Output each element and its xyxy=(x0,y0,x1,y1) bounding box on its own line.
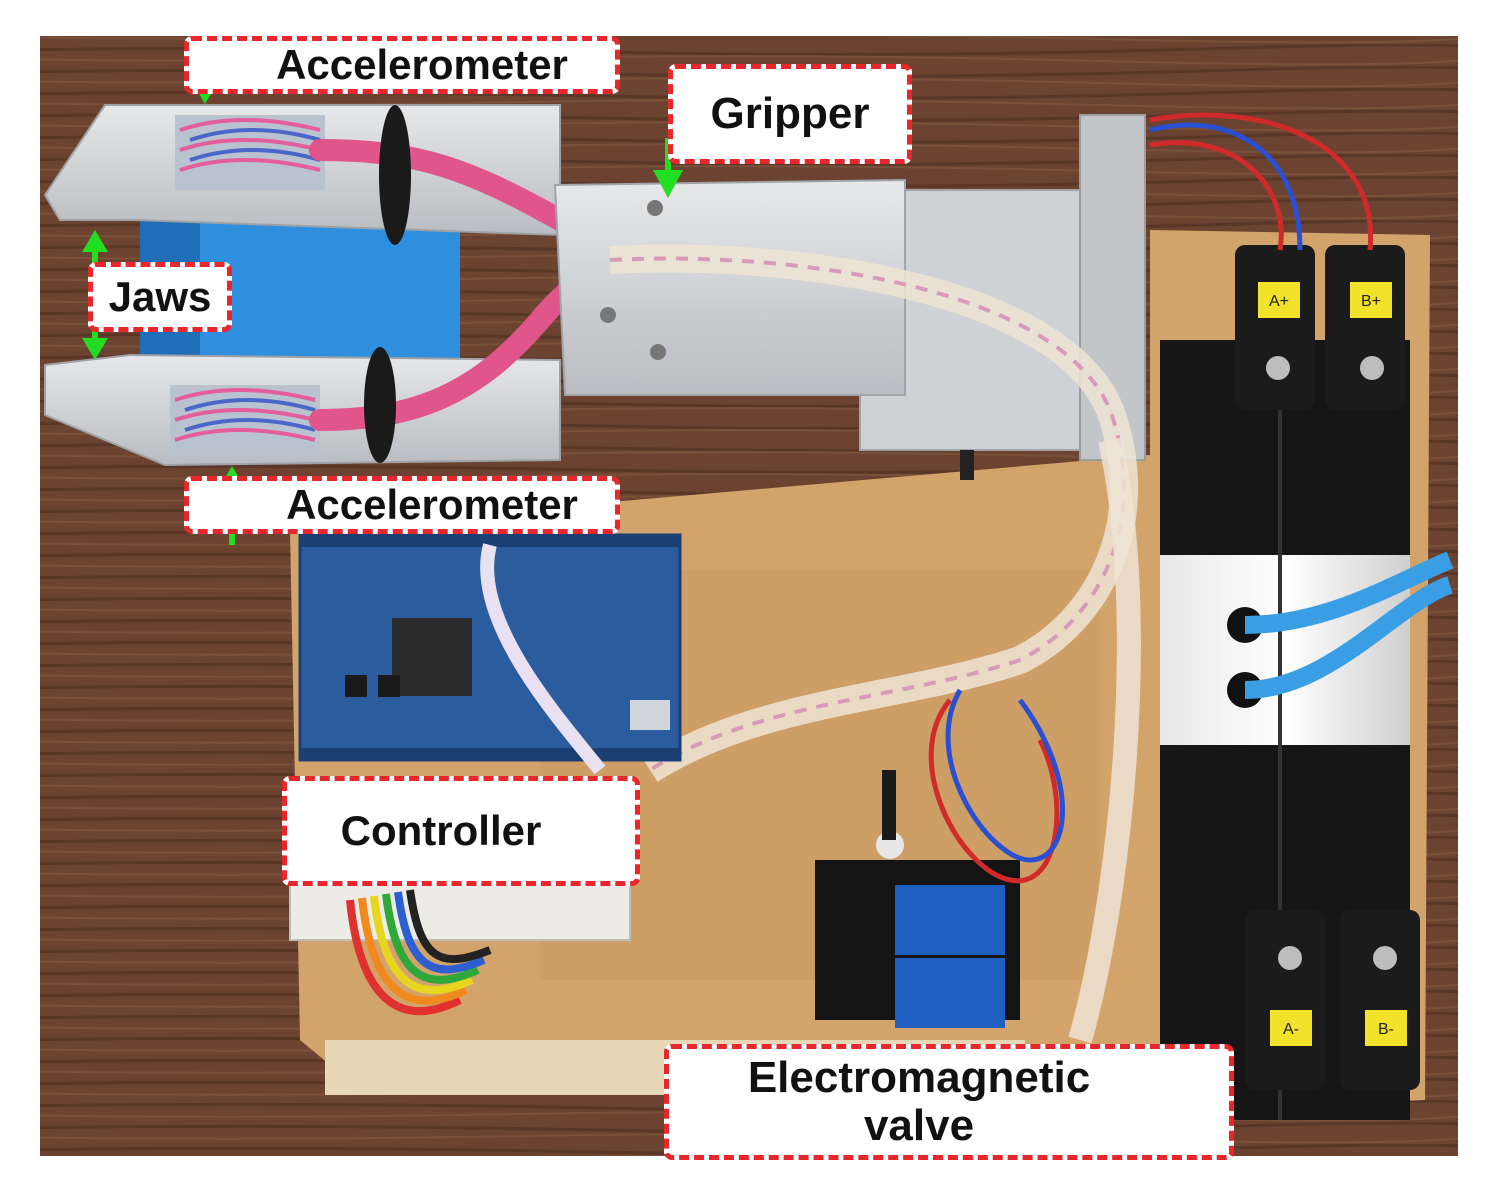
relay-module xyxy=(815,770,1020,1028)
label-accelerometer-bottom-text: Accelerometer xyxy=(286,480,578,528)
ribbon-cable xyxy=(346,889,492,1016)
cable-tie-upper xyxy=(379,105,411,245)
label-accelerometer-top-text: Accelerometer xyxy=(276,40,568,88)
label-gripper-text: Gripper xyxy=(710,88,870,138)
label-accelerometer-top: Accelerometer xyxy=(184,36,620,94)
label-controller: Controller xyxy=(282,776,640,886)
label-controller-text: Controller xyxy=(340,806,542,854)
cable-tie-lower xyxy=(364,347,396,463)
valve-tag-b-minus: B- xyxy=(1378,1021,1394,1038)
valve-tag-a-plus: A+ xyxy=(1269,293,1289,310)
label-valve: Electromagnetic valve xyxy=(664,1044,1234,1160)
label-accelerometer-bottom: Accelerometer xyxy=(184,476,620,534)
valve-assembly: A+ B+ A- B- xyxy=(1160,245,1454,1120)
label-jaws-text: Jaws xyxy=(108,272,212,320)
upper-jaw xyxy=(43,104,561,237)
label-jaws: Jaws xyxy=(88,262,232,332)
label-gripper: Gripper xyxy=(668,64,912,164)
valve-tag-a-minus: A- xyxy=(1283,1021,1299,1038)
lower-jaw xyxy=(44,353,561,467)
controller-board xyxy=(298,533,682,775)
label-valve-text: Electromagnetic valve xyxy=(747,1052,1091,1150)
valve-tag-b-plus: B+ xyxy=(1361,293,1381,310)
